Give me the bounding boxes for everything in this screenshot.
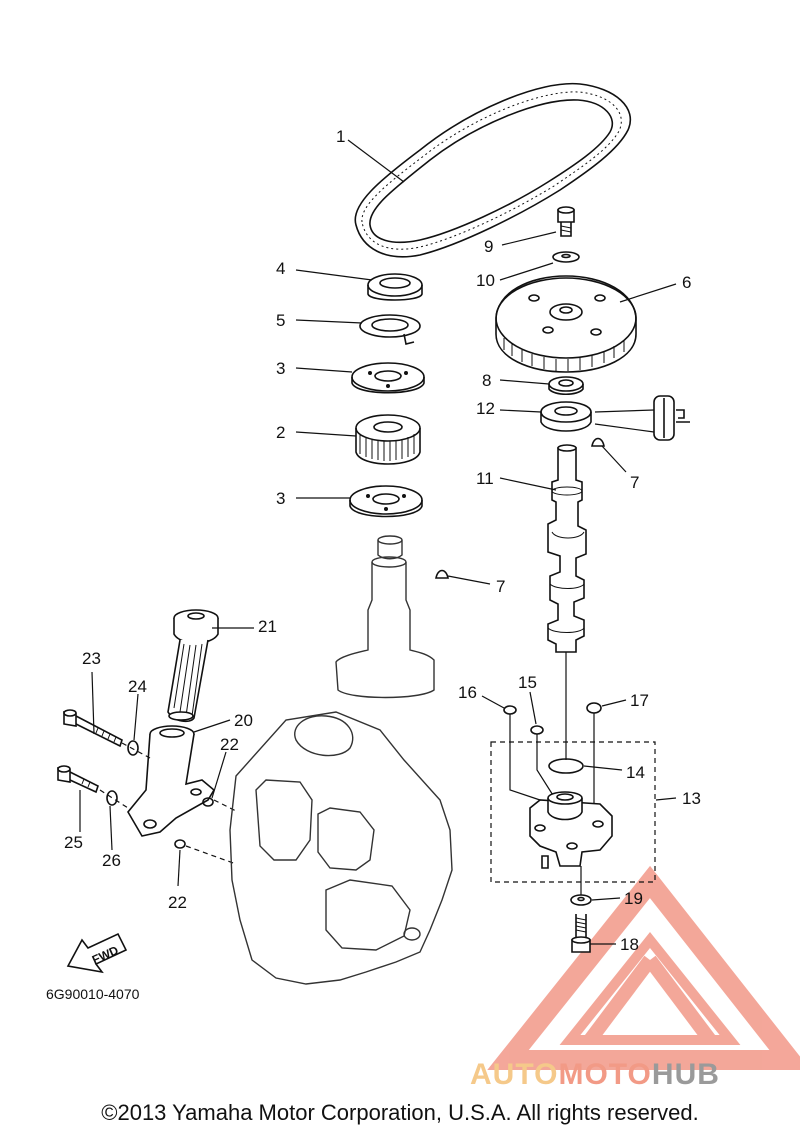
callout-16: 16	[458, 683, 477, 702]
watermark-part-moto: MOTO	[558, 1058, 652, 1091]
callout-3-upper: 3	[276, 359, 285, 378]
callout-15: 15	[518, 673, 537, 692]
watermark-logo-mark	[487, 865, 800, 1070]
callout-3-lower: 3	[276, 489, 285, 508]
o-ring-17	[586, 702, 602, 714]
callout-13: 13	[682, 789, 701, 808]
nut	[367, 273, 423, 301]
callout-24: 24	[128, 677, 147, 696]
callout-7-lower: 7	[496, 577, 505, 596]
callout-9: 9	[484, 237, 493, 256]
plate-upper	[351, 362, 425, 394]
bolt-18	[571, 914, 591, 953]
filter-housing	[127, 725, 216, 837]
callout-6: 6	[682, 273, 691, 292]
oil-seal	[540, 401, 592, 432]
watermark-part-hub: HUB	[651, 1058, 720, 1091]
plate-lower	[349, 485, 423, 518]
callout-4: 4	[276, 259, 285, 278]
callout-22-upper: 22	[220, 735, 239, 754]
bolt-23	[63, 709, 123, 748]
seal-orientation-inset	[594, 395, 690, 441]
forward-direction-indicator: FWD	[66, 932, 128, 974]
washer-19	[570, 894, 592, 906]
leader-lines	[79, 139, 677, 945]
o-ring-22-lower	[174, 839, 186, 849]
drive-pulley	[355, 414, 421, 465]
o-ring-15	[530, 725, 544, 735]
callout-1: 1	[336, 127, 345, 146]
bolt-25	[57, 765, 99, 794]
timing-belt	[354, 82, 632, 258]
watermark-part-auto: AUTO	[470, 1058, 559, 1091]
callout-20: 20	[234, 711, 253, 730]
washer-24	[127, 740, 139, 756]
washer-26	[106, 790, 118, 806]
callout-5: 5	[276, 311, 285, 330]
o-ring-16	[503, 705, 517, 715]
o-ring-22-upper	[202, 797, 214, 807]
oil-filter	[167, 609, 219, 723]
driven-pulley	[495, 275, 637, 373]
lock-washer	[359, 314, 421, 345]
callout-numbers: 1 4 5 3 2 3 9 10 6 8 12 7 11 7 21 23 24 …	[64, 127, 701, 954]
oil-pump-group-box	[490, 741, 656, 883]
callout-2: 2	[276, 423, 285, 442]
woodruff-key-lower	[435, 569, 449, 579]
o-ring-large	[548, 758, 584, 774]
callout-11: 11	[476, 469, 494, 488]
copyright-notice: ©2013 Yamaha Motor Corporation, U.S.A. A…	[101, 1100, 699, 1125]
washer-camshaft	[548, 376, 584, 396]
callout-10: 10	[476, 271, 495, 290]
oil-pump-assembly	[529, 791, 613, 869]
callout-18: 18	[620, 935, 639, 954]
camshaft	[547, 444, 587, 653]
crankshaft-outline	[335, 535, 435, 699]
callout-23: 23	[82, 649, 101, 668]
drawing-code: 6G90010-4070	[46, 986, 140, 1002]
callout-8: 8	[482, 371, 491, 390]
cylinder-block-outline	[229, 711, 453, 985]
bolt-top	[557, 206, 575, 237]
callout-14: 14	[626, 763, 645, 782]
washer-top	[552, 251, 580, 263]
watermark-text: AUTOMOTOHUB	[470, 1058, 720, 1092]
callout-21: 21	[258, 617, 277, 636]
callout-17: 17	[630, 691, 649, 710]
callout-12: 12	[476, 399, 495, 418]
callout-25: 25	[64, 833, 83, 852]
callout-19: 19	[624, 889, 643, 908]
woodruff-key-upper	[591, 437, 605, 447]
callout-22-lower: 22	[168, 893, 187, 912]
callout-7-upper: 7	[630, 473, 639, 492]
callout-26: 26	[102, 851, 121, 870]
